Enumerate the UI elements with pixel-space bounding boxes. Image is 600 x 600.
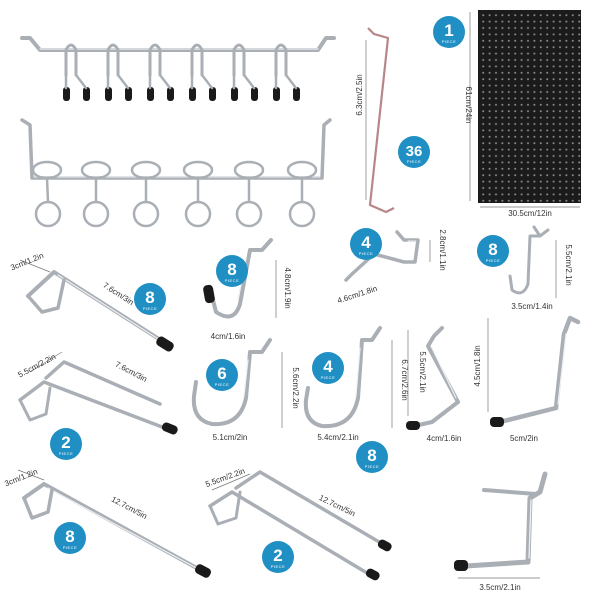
svg-text:PIECE: PIECE [442,39,457,44]
badge-w-hook: 4 PIECE [350,228,382,260]
single-hook-top-label: 3cm/1.2in [9,251,45,272]
svg-text:PIECE: PIECE [59,451,74,456]
badge-count: 2 [273,546,282,565]
long-single-peg-hook: 3cm/1.2in 12.7cm/5in [3,467,212,578]
long-single-length-label: 12.7cm/5in [110,495,149,521]
badge-count: 1 [444,21,453,40]
badge-count: 36 [406,143,423,160]
badge-single-peg-hook: 8 PIECE [134,283,166,315]
badge-count: 2 [61,433,70,452]
pegboard-width-label: 30.5cm/12in [508,209,552,218]
rubber-tips [63,87,300,101]
badge-count: 8 [227,260,236,279]
badge-count: 4 [323,357,333,376]
l-hook-b: 4.5cm/1.8in 5cm/2in [473,315,581,443]
svg-text:PIECE: PIECE [365,464,380,469]
svg-text:PIECE: PIECE [215,382,230,387]
j-large-width-label: 4cm/1.6in [211,332,246,341]
badge-count: 8 [367,446,376,465]
badge-clip: 36 PIECE [398,136,430,168]
badge-j-hook-large: 8 PIECE [216,255,248,287]
long-double-peg-hook: 5.5cm/2.2in 12.7cm/5in [204,466,392,581]
curved-hook-6: 5.6cm/2.2in 5.1cm/2in [191,338,300,442]
long-single-top-label: 3cm/1.2in [3,467,39,488]
curved-4-width-label: 5.4cm/2.1in [317,433,358,442]
clip-height-label: 6.3cm/2.5in [355,74,364,115]
curved-hook-4: 6.7cm/2.6in 5.4cm/2.1in [303,326,409,442]
svg-text:PIECE: PIECE [407,159,422,164]
j-large-height-label: 4.8cm/1.9in [283,267,292,308]
curved-6-width-label: 5.1cm/2in [213,433,248,442]
svg-text:PIECE: PIECE [143,306,158,311]
badge-curved-hook-4: 4 PIECE [312,352,344,384]
pegboard-height-label: 61cm/24in [464,87,473,124]
j-small-height-label: 5.5cm/2.1in [564,244,573,285]
badge-count: 4 [361,233,371,252]
badge-l-hooks: 8 PIECE [356,441,388,473]
l-hook-a-height-label: 5.5cm/2.1in [418,351,427,392]
badge-long-double-peg-hook: 2 PIECE [262,541,294,573]
svg-text:PIECE: PIECE [321,375,336,380]
badge-j-hook-small: 8 PIECE [477,235,509,267]
z-hook-width-label: 3.5cm/2.1in [479,583,520,592]
pegboard-clip: 6.3cm/2.5in [355,27,395,214]
ring-rail [20,118,332,228]
svg-text:PIECE: PIECE [225,278,240,283]
badge-curved-hook-6: 6 PIECE [206,359,238,391]
svg-text:PIECE: PIECE [271,564,286,569]
j-hook-small: 5.5cm/2.1in 3.5cm/1.4in [508,225,573,311]
badge-count: 8 [145,288,154,307]
badge-double-peg-hook: 2 PIECE [50,428,82,460]
svg-text:PIECE: PIECE [63,545,78,550]
curved-6-height-label: 5.6cm/2.2in [291,367,300,408]
svg-text:PIECE: PIECE [359,251,374,256]
l-hook-a-width-label: 4cm/1.6in [427,434,462,443]
l-hook-a: 5.5cm/2.1in 4cm/1.6in [406,326,462,443]
z-hook: 3.5cm/2.1in [454,471,548,592]
badge-count: 6 [217,364,226,383]
badge-count: 8 [488,240,497,259]
u-hook-rail [20,36,336,101]
w-hook-width-label: 4.6cm/1.8in [336,284,378,305]
l-hook-b-width-label: 5cm/2in [510,434,538,443]
badge-count: 8 [65,527,74,546]
j-hook-large: 4.8cm/1.9in 4cm/1.6in [203,238,292,341]
j-small-width-label: 3.5cm/1.4in [511,302,552,311]
pegboard: 61cm/24in 30.5cm/12in [464,10,581,218]
curved-4-height-label: 6.7cm/2.6in [400,359,409,400]
double-peg-hook: 5.5cm/2.2in 7.6cm/3in [16,351,178,435]
double-hook-length-label: 7.6cm/3in [114,360,149,384]
badge-pegboard: 1 PIECE [433,16,465,48]
badge-long-single-peg-hook: 8 PIECE [54,522,86,554]
long-double-length-label: 12.7cm/5in [318,493,357,518]
l-hook-b-height-label: 4.5cm/1.8in [473,345,482,386]
w-hook-height-label: 2.8cm/1.1in [438,229,447,270]
svg-text:PIECE: PIECE [486,258,501,263]
